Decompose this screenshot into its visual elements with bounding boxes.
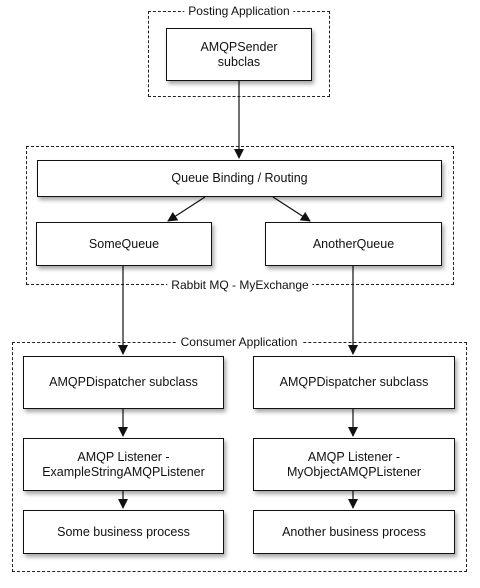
another-queue-text: AnotherQueue [312,236,395,251]
listener-left-node: AMQP Listener - ExampleStringAMQPListene… [23,438,224,491]
dispatcher-right-text: AMQPDispatcher subclass [279,375,429,389]
posting-application-label: Posting Application [184,4,294,18]
some-queue-node: SomeQueue [36,222,212,266]
listener-right-node: AMQP Listener - MyObjectAMQPListener [253,438,455,491]
consumer-application-label: Consumer Application [176,335,302,349]
some-queue-text: SomeQueue [88,236,160,251]
dispatcher-left-node: AMQPDispatcher subclass [23,356,224,409]
process-right-text: Another business process [282,524,426,539]
process-left-text: Some business process [57,524,190,539]
rabbit-mq-label: Rabbit MQ - MyExchange [167,278,313,292]
process-right-node: Another business process [253,510,455,554]
dispatcher-right-node: AMQPDispatcher subclass [253,356,455,409]
listener-right-text: AMQP Listener - MyObjectAMQPListener [286,449,422,479]
amqp-sender-text: AMQPSender subclas [200,39,278,69]
dispatcher-left-text: AMQPDispatcher subclass [49,375,198,389]
queue-binding-routing-node: Queue Binding / Routing [37,160,442,197]
listener-left-text: AMQP Listener - ExampleStringAMQPListene… [42,449,205,479]
queue-binding-routing-text: Queue Binding / Routing [171,171,308,185]
process-left-node: Some business process [23,510,224,554]
another-queue-node: AnotherQueue [265,222,442,266]
amqp-sender-node: AMQPSender subclas [166,28,312,81]
